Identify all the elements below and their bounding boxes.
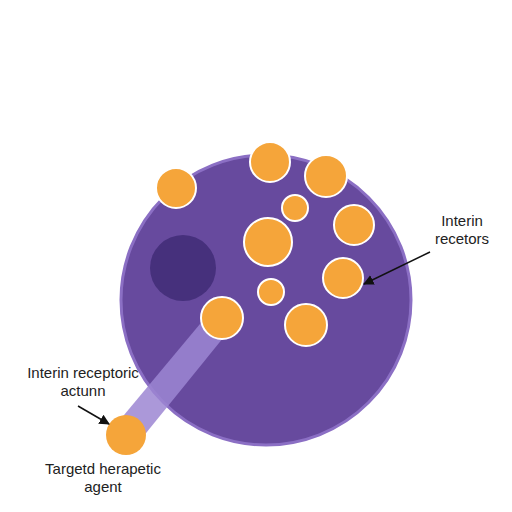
label-text: Interin recetors: [426, 212, 498, 248]
receptor: [285, 304, 327, 346]
receptor: [244, 218, 292, 266]
receptor: [323, 258, 363, 298]
receptor: [258, 279, 284, 305]
receptor: [334, 205, 374, 245]
label-text: Interin receptoric actunn: [14, 364, 152, 400]
receptor: [305, 155, 347, 197]
therapeutic-agent: [106, 415, 146, 455]
receptor: [250, 142, 290, 182]
target-receptor: [201, 297, 243, 339]
receptor: [282, 195, 308, 221]
leader-arrow: [364, 252, 430, 284]
receptor: [156, 168, 196, 208]
label-text: Targetd herapetic agent: [30, 460, 176, 496]
receptor-group: [156, 142, 374, 346]
nucleus: [150, 235, 216, 301]
leader-arrow: [78, 406, 109, 424]
